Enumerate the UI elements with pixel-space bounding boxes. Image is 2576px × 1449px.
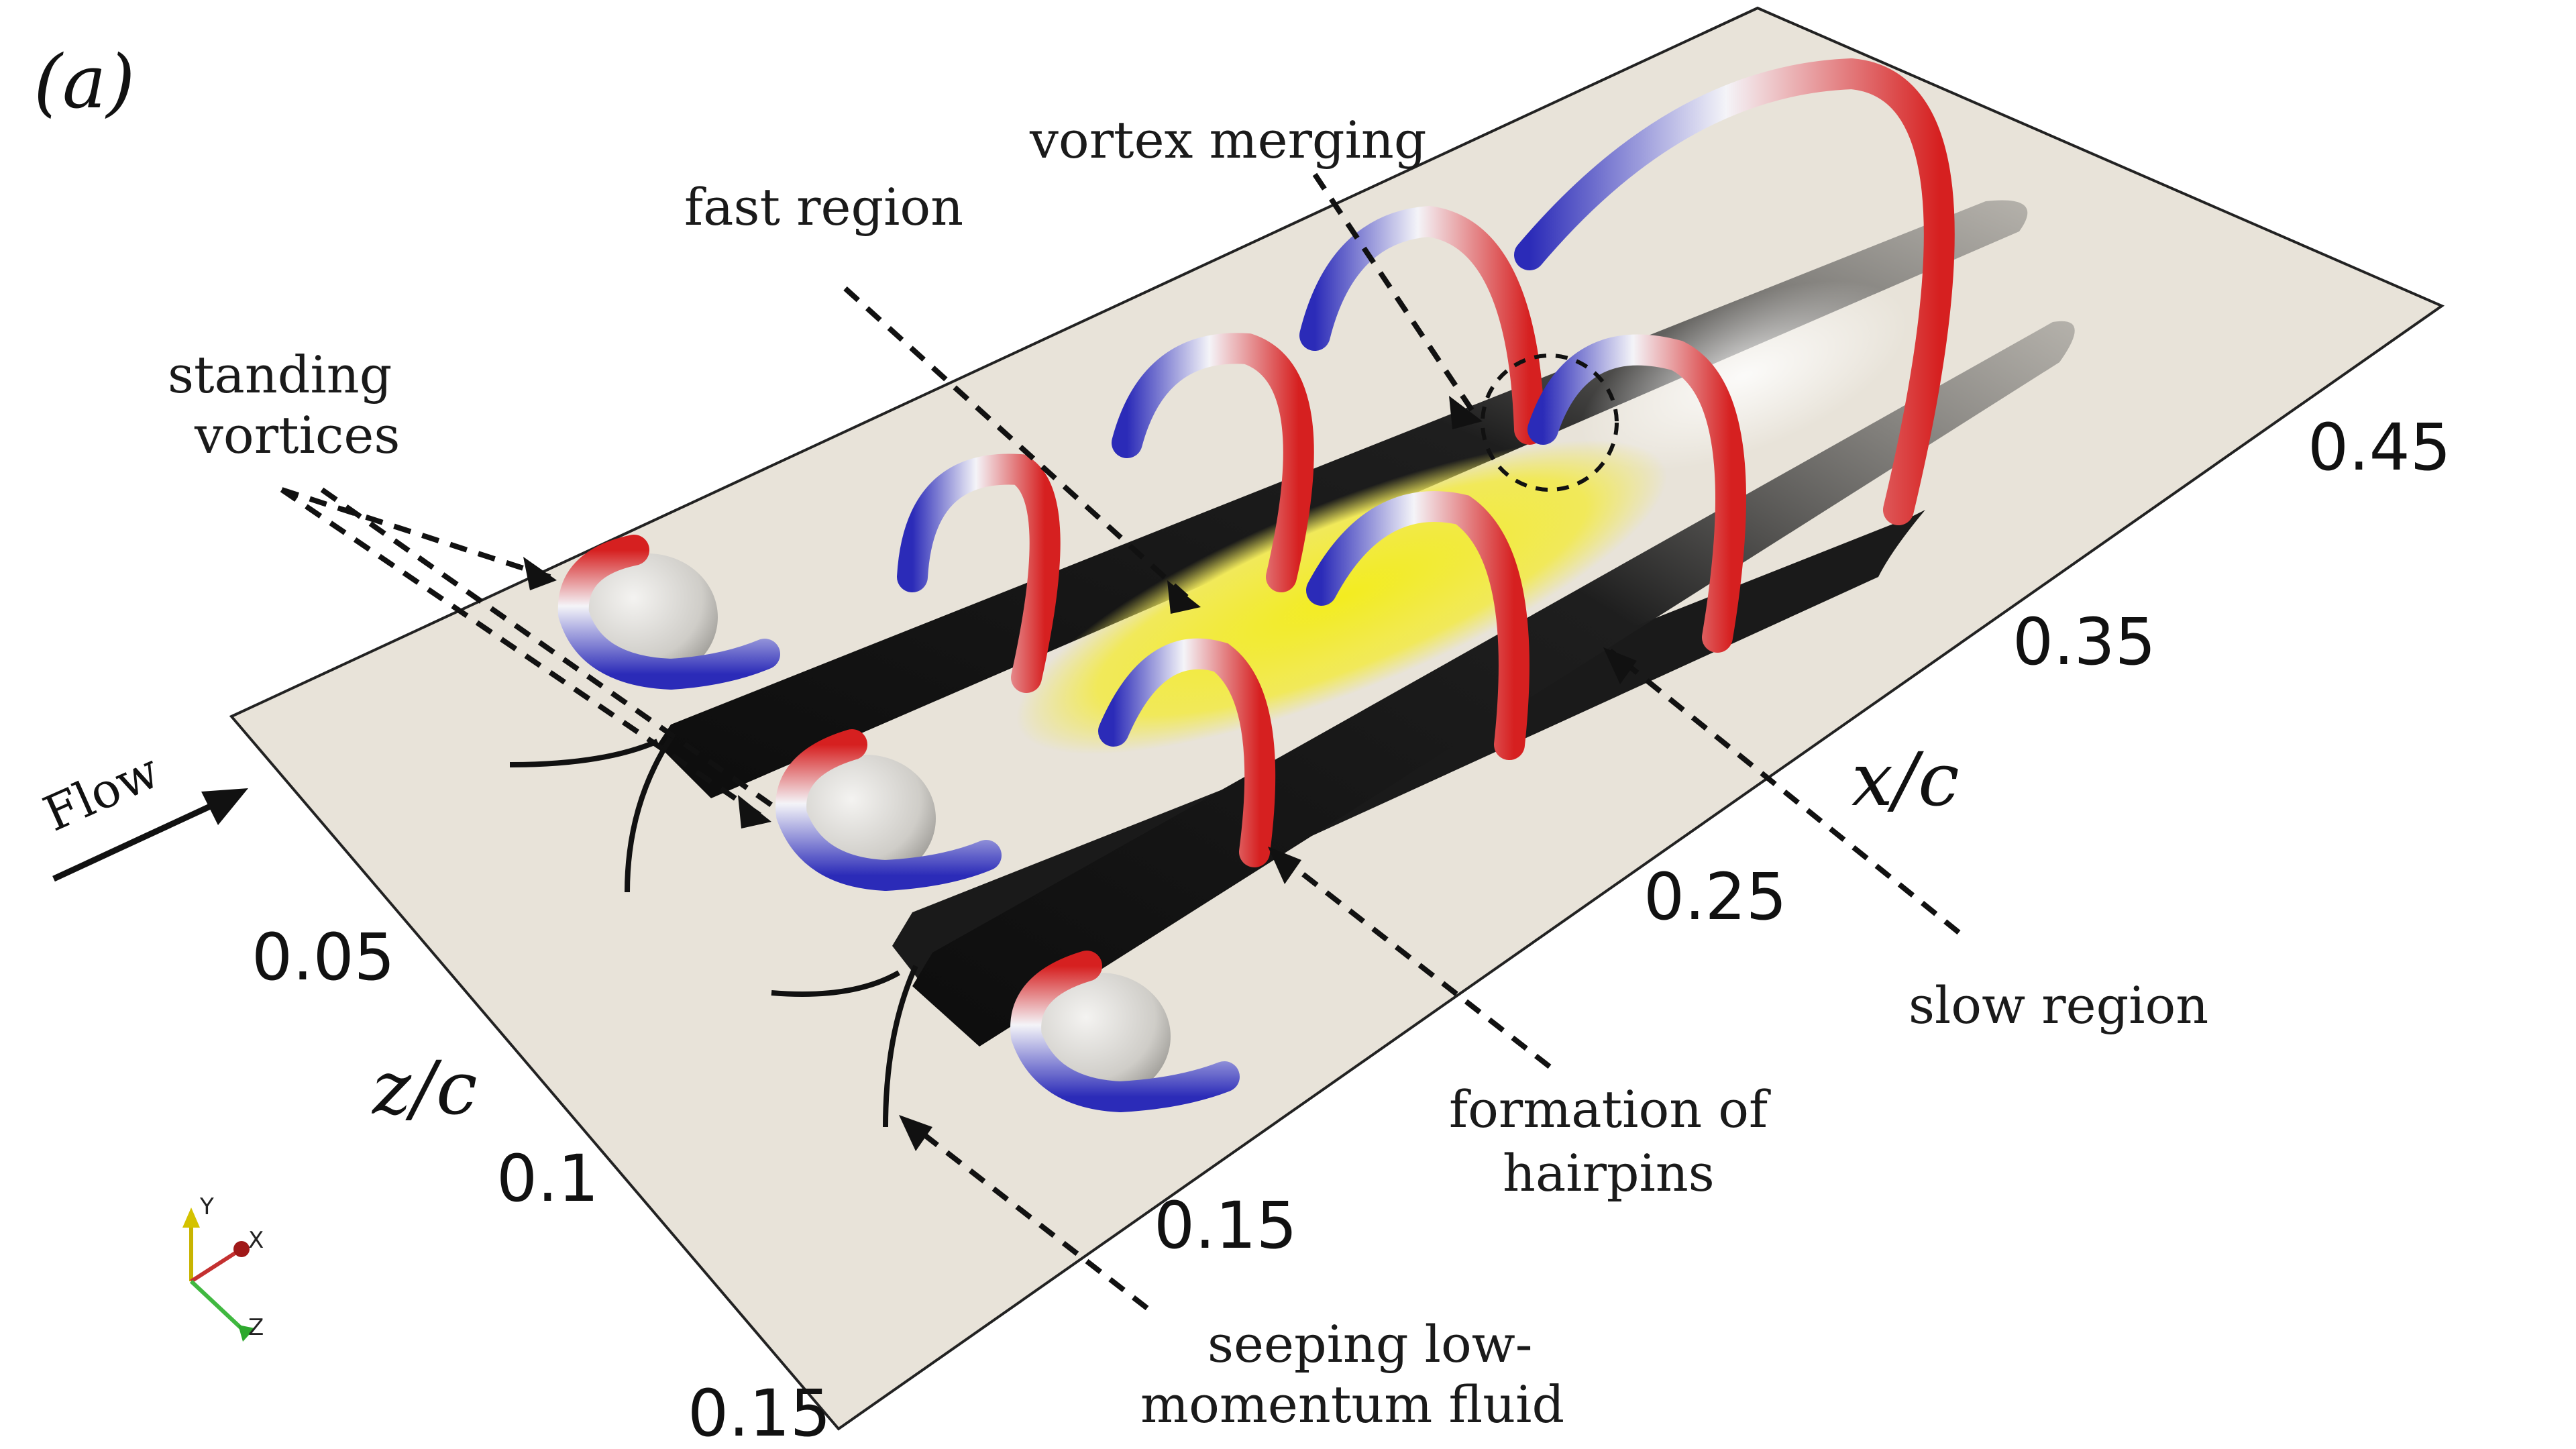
label-formation-1: formation of [1449,1079,1771,1139]
label-seeping-2: momentum fluid [1140,1375,1564,1434]
merging-glow [1580,280,1909,471]
z-tick-1: 0.1 [496,1141,599,1216]
bump-3 [1010,951,1240,1113]
label-formation-2: hairpins [1503,1143,1715,1203]
label-fast-region: fast region [684,177,963,237]
hairpin-7 [1514,58,1955,525]
label-seeping-1: seeping low- [1208,1314,1532,1374]
x-tick-0: 0.15 [1154,1188,1297,1263]
hairpin-vortices [897,58,1955,867]
x-tick-1: 0.25 [1644,859,1787,934]
leader-arrowheads [523,396,1637,1151]
z-axis-label: z/c [371,1045,478,1131]
merging-circle [1481,354,1619,492]
label-vortex-merging: vortex merging [1029,110,1427,170]
bump-1 [557,535,780,690]
hairpin-4 [1306,491,1529,760]
hairpin-3 [1112,333,1314,592]
leader-lines [280,172,1961,1311]
x-tick-3: 0.45 [2308,410,2451,485]
streak-lower [912,321,2075,1046]
x-tick-2: 0.35 [2012,604,2156,680]
z-tick-0: 0.05 [252,920,395,995]
label-standing-vortices-1: standing [168,345,392,405]
z-tick-2: 0.15 [688,1376,831,1449]
triad-y: Y [199,1193,214,1220]
orientation-triad: Y X Z [182,1193,264,1342]
fast-region-patch [1016,439,1667,755]
triad-z: Z [248,1314,264,1341]
label-standing-vortices-2: vortices [194,405,400,465]
bump-2 [775,729,1002,892]
streak-roots [509,736,918,1128]
x-axis-label: x/c [1851,737,1960,822]
panel-label: (a) [34,39,135,125]
flow-arrow [52,788,248,882]
triad-x: X [248,1227,264,1254]
hairpin-2 [1098,638,1276,867]
hairpin-6 [1527,334,1746,653]
label-slow-region: slow region [1909,975,2208,1035]
flow-label: Flow [36,742,168,842]
hairpin-5 [1299,205,1545,445]
hairpin-1 [897,453,1061,693]
